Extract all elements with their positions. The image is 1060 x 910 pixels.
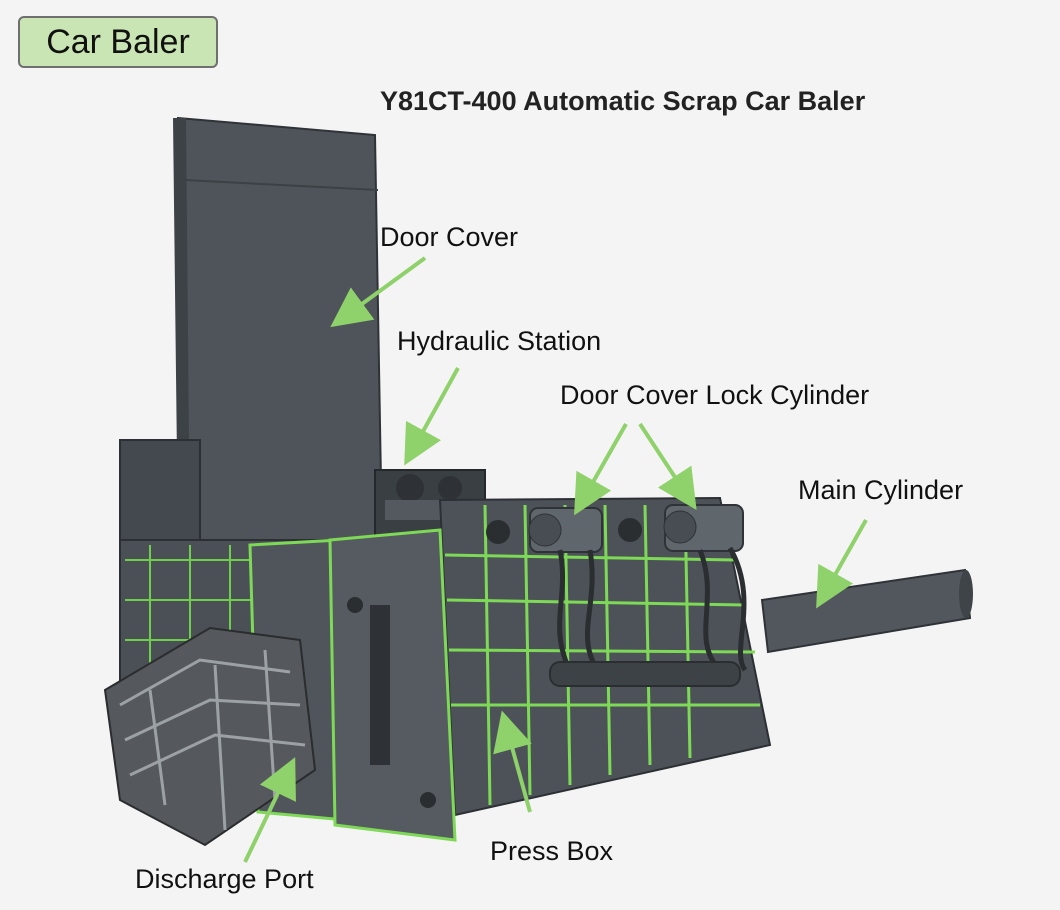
category-badge-text: Car Baler: [46, 22, 190, 61]
label-press-box: Press Box: [490, 836, 614, 866]
lock-cylinders: [528, 504, 748, 687]
lock-cylinder-arrow-left: [574, 423, 628, 516]
discharge-port-arrow: [243, 757, 296, 863]
label-hydraulic-station: Hydraulic Station: [397, 326, 602, 356]
press-box-arrow: [493, 710, 532, 813]
category-badge: Car Baler: [18, 16, 218, 68]
main-cylinder: [760, 568, 973, 654]
door-cover-panel: [173, 116, 384, 545]
hydraulic-station-arrow: [404, 367, 460, 466]
main-cylinder-arrow: [816, 519, 868, 609]
label-discharge-port: Discharge Port: [135, 864, 314, 894]
door-cover-arrow: [330, 256, 427, 328]
lock-cylinder-arrow-right: [638, 422, 697, 511]
label-door-cover-lock-cylinder: Door Cover Lock Cylinder: [560, 380, 870, 410]
diagram-title: Y81CT-400 Automatic Scrap Car Baler: [380, 86, 866, 116]
label-door-cover: Door Cover: [380, 222, 519, 252]
label-main-cylinder: Main Cylinder: [798, 475, 964, 505]
